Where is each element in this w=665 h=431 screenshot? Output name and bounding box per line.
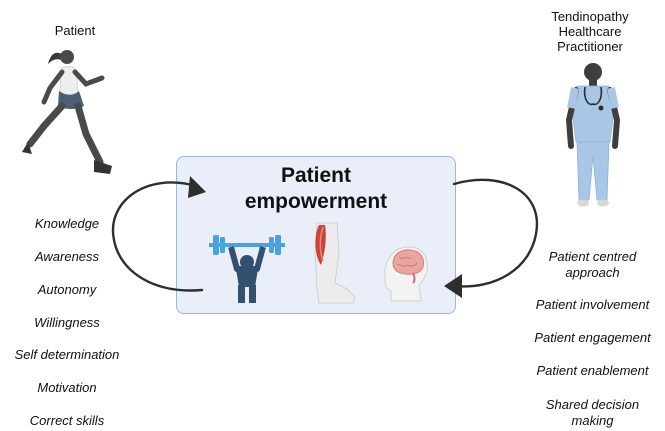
runner-icon — [22, 50, 112, 174]
doctor-icon — [565, 63, 621, 207]
leg-muscle-icon — [314, 222, 356, 304]
center-title-line: Patient — [280, 164, 351, 187]
practitioner-attribute: Shared decision making — [520, 397, 665, 429]
practitioner-attribute: Patient involvement — [520, 297, 665, 313]
patient-attribute: Willingness — [34, 315, 100, 330]
patient-empowerment-box: Patient empowerment — [176, 156, 456, 314]
practitioner-label-line: Practitioner — [557, 39, 623, 54]
center-title: Patient empowerment — [177, 163, 455, 215]
practitioner-attribute-line: Patient centred — [548, 249, 637, 264]
practitioner-attribute-line: Patient involvement — [535, 297, 650, 312]
patient-attribute: Correct skills — [29, 413, 105, 428]
practitioner-attribute-line: Shared decision — [545, 397, 640, 412]
patient-label: Patient — [54, 23, 96, 38]
patient-attribute: Motivation — [37, 380, 97, 395]
patient-attribute: Awareness — [34, 249, 100, 264]
practitioner-attribute: Patient enablement — [520, 363, 665, 379]
practitioner-attribute: Patient engagement — [520, 330, 665, 346]
weightlifter-icon — [209, 235, 285, 303]
practitioner-label-line: Healthcare — [558, 24, 622, 39]
patient-attribute: Knowledge — [34, 216, 100, 231]
practitioner-attribute-line: Patient enablement — [536, 363, 649, 378]
practitioner-label-line: Tendinopathy — [551, 9, 629, 24]
practitioner-attribute-line: making — [571, 413, 614, 428]
patient-attribute: Autonomy — [37, 282, 97, 297]
patient-attribute: Self determination — [14, 347, 120, 362]
practitioner-label: Tendinopathy Healthcare Practitioner — [535, 9, 645, 54]
cycle-arrow-left-icon — [111, 176, 206, 292]
head-brain-icon — [384, 246, 428, 302]
center-title-line: empowerment — [244, 190, 388, 213]
practitioner-attribute: Patient centred approach — [520, 249, 665, 281]
practitioner-attribute-line: approach — [565, 265, 620, 280]
cycle-arrow-right-icon — [444, 178, 539, 298]
practitioner-attribute-line: Patient engagement — [534, 330, 651, 345]
